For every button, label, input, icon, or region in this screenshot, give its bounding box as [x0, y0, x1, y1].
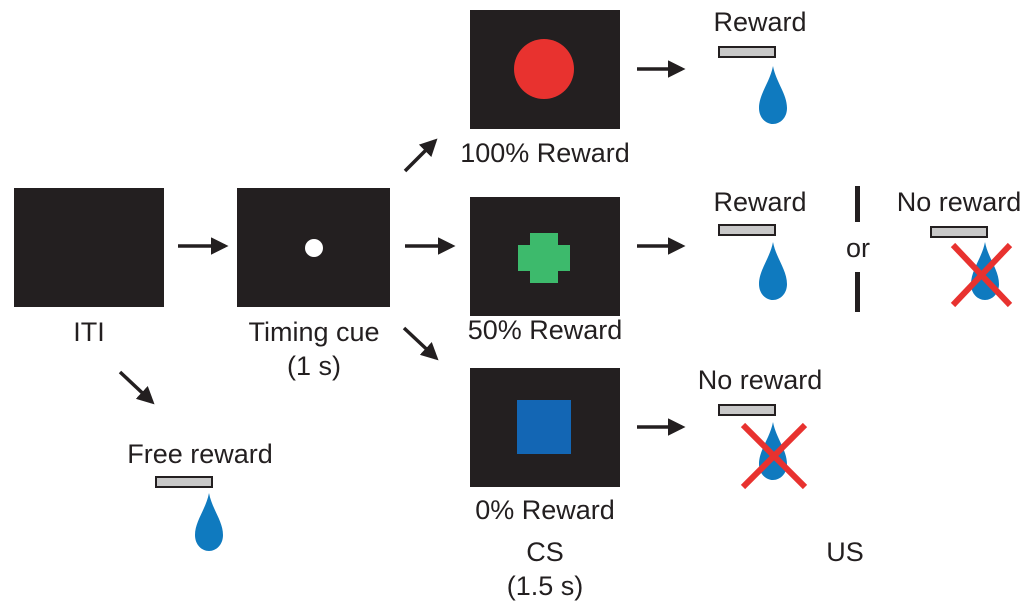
cs-cross-stimulus	[518, 233, 570, 283]
reward-lever	[718, 224, 776, 236]
iti-label: ITI	[73, 317, 105, 347]
drop-icon	[759, 66, 787, 124]
cs-label: CS	[526, 537, 564, 567]
timing-cue-label: Timing cue	[248, 317, 380, 347]
cs-circle-stimulus	[514, 39, 574, 99]
reward-lever	[718, 404, 776, 416]
us-no-reward-label-middle: No reward	[896, 187, 1022, 217]
cs-square-stimulus	[517, 400, 571, 454]
arrow-cue-to-0	[402, 326, 439, 361]
timing-cue-dot	[305, 239, 323, 257]
drop-icon	[195, 493, 223, 551]
free-reward-label: Free reward	[127, 439, 273, 469]
iti-screen	[14, 188, 164, 307]
cs-100-label: 100% Reward	[460, 138, 630, 168]
reward-lever	[718, 46, 776, 58]
cs-duration: (1.5 s)	[506, 571, 584, 601]
arrow-cue-to-100	[403, 138, 438, 173]
no-reward-cross-icon	[950, 242, 1013, 308]
us-reward-label-top: Reward	[713, 7, 807, 37]
us-label: US	[826, 537, 864, 567]
or-divider-top	[855, 186, 860, 222]
or-label: or	[845, 233, 870, 263]
timing-cue-duration: (1 s)	[287, 351, 341, 381]
arrow-iti-to-free-reward	[118, 370, 155, 405]
drop-icon	[759, 242, 787, 300]
us-reward-label-middle: Reward	[713, 187, 807, 217]
or-divider-bottom	[855, 272, 860, 312]
reward-lever	[155, 476, 213, 488]
reward-lever	[930, 226, 988, 238]
no-reward-cross-icon	[740, 422, 808, 490]
cs-0-label: 0% Reward	[475, 495, 615, 525]
us-no-reward-label-bottom: No reward	[697, 365, 823, 395]
cs-50-label: 50% Reward	[467, 315, 623, 345]
